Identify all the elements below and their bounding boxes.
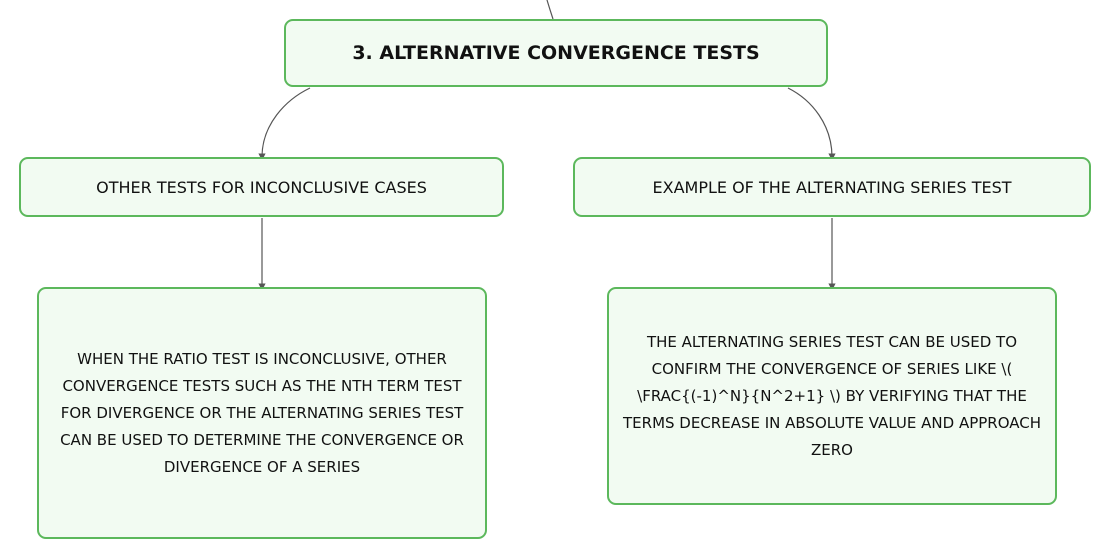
branch-node-inconclusive-cases[interactable]: OTHER TESTS FOR INCONCLUSIVE CASES (19, 157, 504, 217)
detail-node-text: WHEN THE RATIO TEST IS INCONCLUSIVE, OTH… (60, 349, 464, 476)
connector-root-to-left-branch (258, 87, 311, 161)
root-node-label: 3. ALTERNATIVE CONVERGENCE TESTS (352, 42, 760, 64)
branch-node-label: EXAMPLE OF THE ALTERNATING SERIES TEST (652, 177, 1012, 197)
root-node[interactable]: 3. ALTERNATIVE CONVERGENCE TESTS (284, 19, 828, 87)
connector-root-to-right-branch (787, 87, 836, 161)
detail-node-text: THE ALTERNATING SERIES TEST CAN BE USED … (623, 332, 1042, 459)
detail-node-inconclusive-cases[interactable]: WHEN THE RATIO TEST IS INCONCLUSIVE, OTH… (37, 287, 487, 539)
branch-node-alternating-series-example[interactable]: EXAMPLE OF THE ALTERNATING SERIES TEST (573, 157, 1091, 217)
connector-parent-to-root (546, 0, 554, 20)
detail-node-alternating-series-example[interactable]: THE ALTERNATING SERIES TEST CAN BE USED … (607, 287, 1057, 505)
branch-node-label: OTHER TESTS FOR INCONCLUSIVE CASES (96, 177, 427, 197)
